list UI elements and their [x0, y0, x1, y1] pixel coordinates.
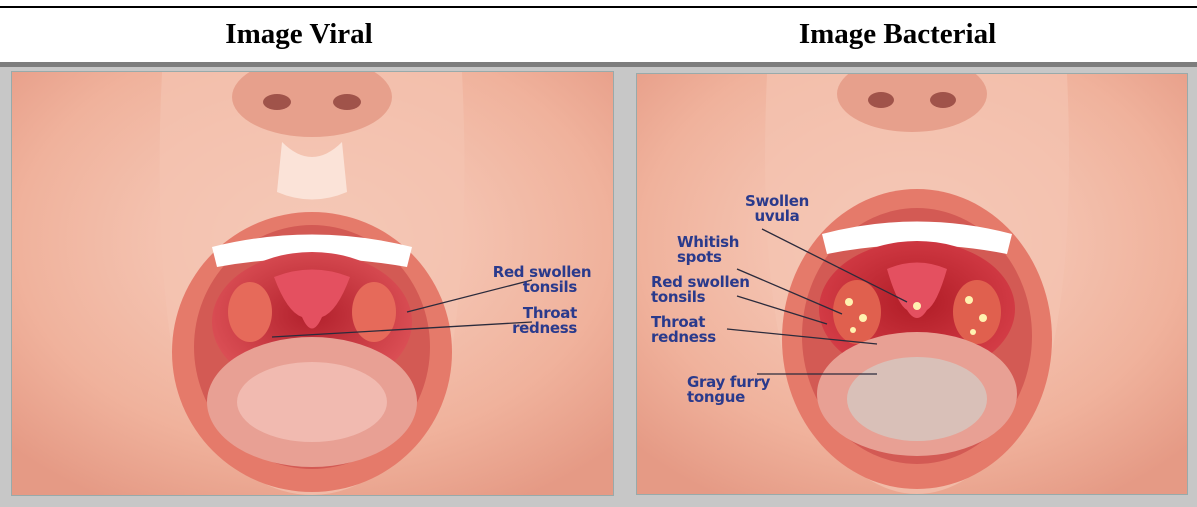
- viral-throat-svg: Red swollen tonsils Throat redness: [12, 72, 613, 495]
- nostril-left: [868, 92, 894, 108]
- label-redness: redness: [651, 328, 716, 346]
- nostril-left: [263, 94, 291, 110]
- tonsil-left: [228, 282, 272, 342]
- bacterial-throat-illustration: Swollen uvula Whitish spots Red swollen …: [636, 73, 1188, 495]
- nostril-right: [930, 92, 956, 108]
- label-spots: spots: [677, 248, 722, 266]
- tonsil-left: [833, 280, 881, 344]
- nostril-right: [333, 94, 361, 110]
- header-viral: Image Viral: [0, 14, 598, 54]
- tongue-coating: [237, 362, 387, 442]
- label-redness: redness: [512, 319, 577, 337]
- top-rule: [0, 6, 1197, 8]
- label-uvula: uvula: [755, 207, 800, 225]
- gray-furry-tongue-area: [847, 357, 987, 441]
- label-tongue: tongue: [687, 388, 745, 406]
- header-bacterial: Image Bacterial: [598, 14, 1197, 54]
- tonsil-right: [352, 282, 396, 342]
- bacterial-throat-svg: Swollen uvula Whitish spots Red swollen …: [637, 74, 1187, 494]
- label-tonsils: tonsils: [651, 288, 706, 306]
- label-tonsils: tonsils: [523, 278, 578, 296]
- tonsil-right: [953, 280, 1001, 344]
- viral-throat-illustration: Red swollen tonsils Throat redness: [11, 71, 614, 496]
